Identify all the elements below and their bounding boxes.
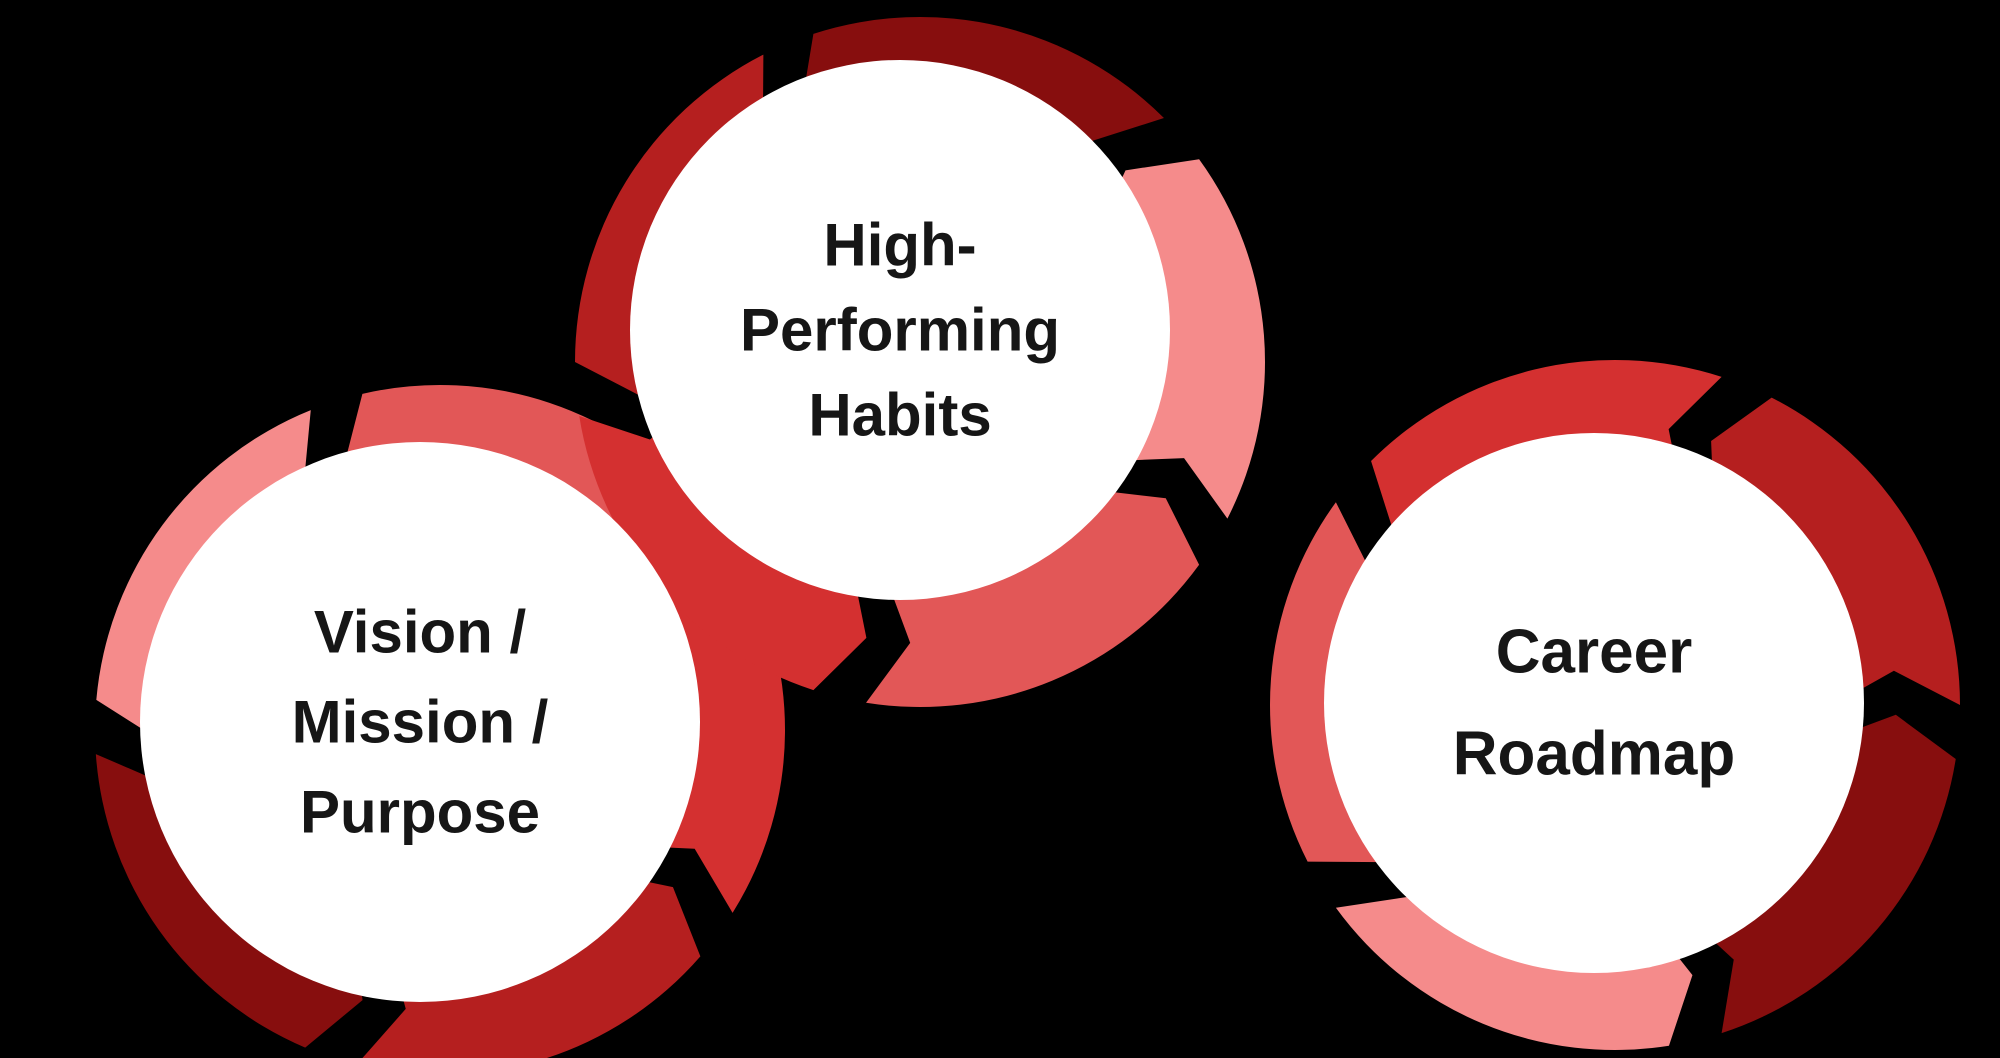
label-circle-career-roadmap <box>1324 433 1864 973</box>
label-circle-high-performing-habits <box>630 60 1170 600</box>
label-circle-vision-mission-purpose <box>140 442 700 1002</box>
label-vision-mission-purpose-line3: Purpose <box>300 779 540 846</box>
label-high-performing-habits-line1: High- <box>823 212 976 279</box>
label-vision-mission-purpose-line2: Mission / <box>292 689 549 756</box>
label-career-roadmap-line2: Roadmap <box>1453 720 1735 789</box>
ring-segment-maroon <box>1682 714 1956 1034</box>
label-vision-mission-purpose-line1: Vision / <box>314 599 527 666</box>
label-high-performing-habits-line2: Performing <box>740 297 1060 364</box>
label-career-roadmap-line1: Career <box>1496 618 1692 687</box>
ring-segment-crimson <box>1711 397 1960 705</box>
label-high-performing-habits-line3: Habits <box>808 382 991 449</box>
ring-segment-light <box>866 490 1200 707</box>
ring-segment-bright <box>579 396 867 691</box>
